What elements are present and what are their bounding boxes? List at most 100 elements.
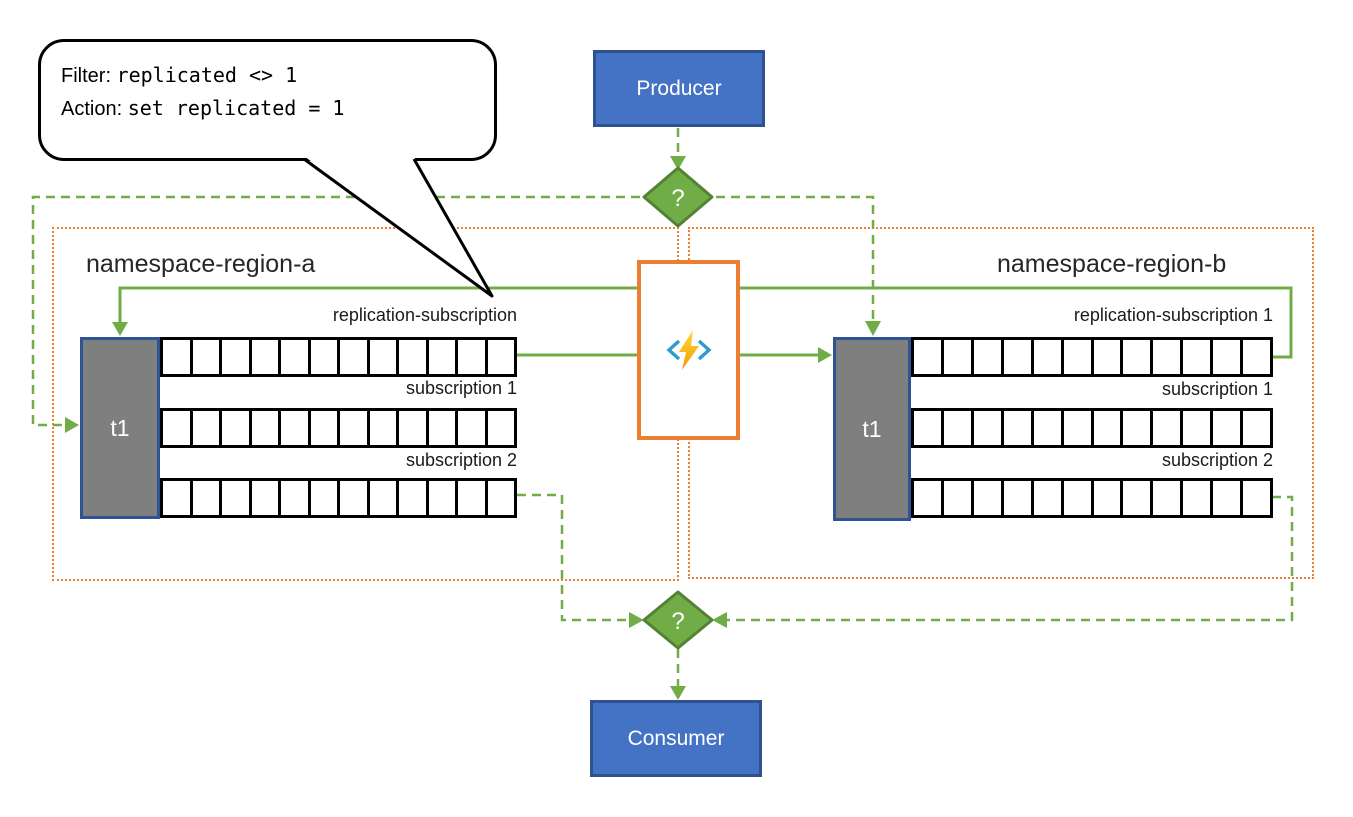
azure-functions-icon [665,330,712,370]
queue-cell [1034,411,1064,445]
topic-t1-region-b: t1 [833,337,911,521]
queue-cell [1094,481,1124,515]
queue-cell [974,340,1004,374]
action-label: Action: [61,98,123,120]
queue-cell [458,481,488,515]
top-router-question: ? [671,185,684,212]
topic-t1-region-a: t1 [80,337,160,519]
queue-cell [222,481,252,515]
queue-cell [163,411,193,445]
queue-cell [281,481,311,515]
lightning-bolt-icon [678,330,699,370]
namespace-region-b-title: namespace-region-b [997,250,1227,278]
queue-cell [340,340,370,374]
queue-cell [944,481,974,515]
filter-code: replicated <> 1 [116,63,298,87]
queue-cell [1123,481,1154,515]
queue-cell [222,340,252,374]
subscription-1-b-label: subscription 1 [1161,379,1273,399]
queue-cell [1213,481,1244,515]
queue-cell [1094,340,1124,374]
queue-cell [944,411,974,445]
queue-cell [458,340,488,374]
queue-cell [1243,411,1270,445]
queue-cell [1123,340,1154,374]
queue-cell [1034,340,1064,374]
replication-b-to-a-line [118,286,1293,359]
sub2b-to-router-line [727,495,1294,622]
right-bracket-icon [697,339,712,361]
replication-function-box [637,260,740,440]
queue-cell [914,411,944,445]
queue-cell [488,340,515,374]
queue-cell [1183,411,1214,445]
arrowhead-into-topic-a-left [65,417,79,433]
arrowhead-into-topic-b-top [865,321,881,336]
replication-subscription-b-label: replication-subscription 1 [1073,305,1273,325]
queue-cell [163,340,193,374]
queue-cell [488,411,515,445]
queue-cell [1243,340,1270,374]
queue-cell [429,481,458,515]
queue-cell [944,340,974,374]
subscription-2-row-a [160,478,517,518]
queue-cell [974,481,1004,515]
sub2a-to-router-line [517,493,629,622]
queue-cell [914,481,944,515]
consumer-label: Consumer [627,726,725,750]
filter-action-callout: Filter: replicated <> 1 Action: set repl… [38,39,497,161]
queue-cell [399,481,429,515]
callout-action-line: Action: set replicated = 1 [61,92,494,125]
callout-filter-line: Filter: replicated <> 1 [61,59,494,92]
queue-cell [1004,411,1034,445]
queue-cell [1064,481,1094,515]
queue-cell [193,481,222,515]
queue-cell [1183,340,1214,374]
queue-cell [340,411,370,445]
subscription-1-a-label: subscription 1 [405,378,517,398]
arrowhead-into-bottom-router-left [629,612,644,628]
topic-b-label: t1 [862,415,882,442]
queue-cell [193,411,222,445]
queue-cell [311,481,340,515]
replication-subscription-row-b [911,337,1273,377]
queue-cell [914,340,944,374]
queue-cell [1064,411,1094,445]
producer-label: Producer [636,76,722,100]
subscription-2-row-b [911,478,1273,518]
queue-cell [1213,340,1244,374]
bottom-router-question: ? [671,608,684,635]
top-router-diamond [642,166,714,228]
queue-cell [1064,340,1094,374]
queue-cell [399,411,429,445]
queue-cell [1153,481,1184,515]
left-bracket-icon [665,339,680,361]
queue-cell [429,340,458,374]
subscription-2-b-label: subscription 2 [1161,450,1273,470]
queue-cell [252,481,281,515]
namespace-region-a-title: namespace-region-a [86,250,316,278]
queue-cell [370,340,399,374]
queue-cell [1213,411,1244,445]
queue-cell [222,411,252,445]
queue-cell [1004,340,1034,374]
replication-subscription-a-label: replication-subscription [332,305,517,325]
queue-cell [1094,411,1124,445]
arrowhead-into-consumer [670,686,686,700]
router-to-topic-b-line [716,195,875,321]
queue-cell [488,481,515,515]
queue-cell [1123,411,1154,445]
queue-cell [311,340,340,374]
queue-cell [340,481,370,515]
queue-cell [370,481,399,515]
topic-a-label: t1 [110,414,130,441]
queue-cell [193,340,222,374]
queue-cell [252,340,281,374]
arrowheads [65,156,881,700]
filter-label: Filter: [61,65,111,87]
queue-cell [1243,481,1270,515]
subscription-1-row-a [160,408,517,448]
queue-cell [252,411,281,445]
